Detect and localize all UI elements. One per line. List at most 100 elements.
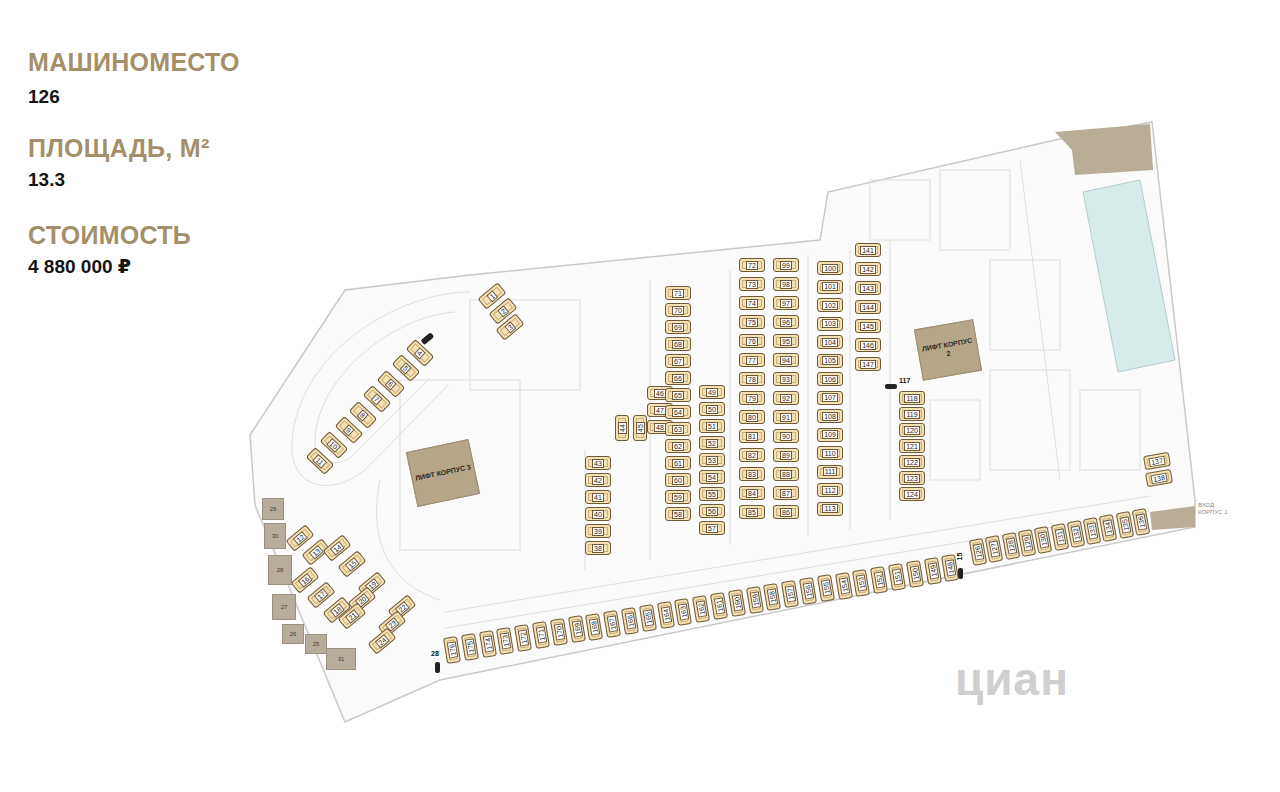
space-number: 138 (1150, 472, 1167, 484)
storage-unit: 27 (272, 594, 296, 620)
parking-space: 137 (1143, 452, 1171, 470)
parking-space: 53 (699, 453, 725, 467)
space-number: 160 (731, 595, 742, 612)
space-number: 127 (988, 540, 1000, 557)
parking-space: 38 (585, 541, 611, 555)
space-number: 123 (904, 474, 920, 483)
parking-space: 96 (773, 315, 799, 329)
space-number: 11 (313, 454, 327, 468)
parking-space: 89 (773, 448, 799, 462)
parking-space: 169 (568, 616, 586, 644)
parking-space: 57 (699, 521, 725, 535)
space-number: 156 (802, 583, 813, 600)
space-number: 101 (822, 282, 838, 291)
space-number: 144 (860, 303, 876, 312)
value: 4 880 000 ₽ (28, 255, 131, 278)
parking-space: 56 (699, 504, 725, 518)
space-number: 121 (904, 442, 920, 451)
parking-space: 58 (665, 507, 691, 521)
parking-space: 157 (781, 580, 799, 608)
space-number: 104 (822, 338, 838, 347)
space-number: 148 (945, 559, 956, 576)
parking-space: 88 (773, 467, 799, 481)
space-number: 167 (606, 615, 617, 632)
parking-space: 135 (1115, 511, 1133, 539)
lift-box: ЛИФТ КОРПУС 2 (914, 319, 982, 381)
space-number: 75 (746, 318, 758, 327)
parking-space: 120 (899, 423, 925, 437)
space-number: 52 (706, 439, 718, 448)
parking-space: 145 (855, 319, 881, 333)
space-number: 24 (375, 634, 390, 648)
space-number: 45 (636, 422, 645, 434)
space-number: 158 (767, 589, 778, 606)
parking-space: 175 (461, 633, 479, 661)
space-number: 164 (660, 606, 671, 623)
parking-space: 129 (1018, 529, 1036, 557)
space-number: 8 (357, 409, 369, 421)
box-label: 28 (277, 567, 284, 573)
space-number: 82 (746, 451, 758, 460)
space-number: 88 (780, 470, 792, 479)
space-number: 143 (860, 284, 876, 293)
space-number: 131 (1054, 528, 1066, 545)
space-number: 4 (414, 347, 426, 359)
value: 126 (28, 86, 60, 108)
parking-space: 162 (692, 595, 710, 623)
parking-space: 131 (1050, 523, 1068, 551)
parking-space: 51 (699, 419, 725, 433)
space-number: 94 (780, 356, 792, 365)
space-number: 99 (780, 261, 792, 270)
parking-space: 69 (665, 320, 691, 334)
parking-space: 108 (817, 409, 843, 423)
space-number: 54 (706, 473, 718, 482)
parking-space: 90 (773, 429, 799, 443)
parking-space: 136 (1132, 508, 1150, 536)
parking-space: 174 (479, 630, 497, 658)
space-number: 67 (672, 357, 684, 366)
space-number: 134 (1103, 519, 1115, 536)
box-label: 25 (313, 641, 320, 647)
heading: СТОИМОСТЬ (28, 221, 191, 250)
space-number: 145 (860, 322, 876, 331)
space-number: 5 (400, 362, 412, 374)
service-block (1055, 124, 1153, 175)
parking-space: 54 (699, 470, 725, 484)
space-number: 81 (746, 432, 758, 441)
parking-space: 74 (739, 296, 765, 310)
space-number: 73 (746, 280, 758, 289)
parking-space: 94 (773, 353, 799, 367)
parking-space: 39 (585, 524, 611, 538)
parking-space: 107 (817, 391, 843, 405)
space-number: 1 (486, 290, 498, 302)
parking-space: 153 (852, 569, 870, 597)
parking-space: 97 (773, 296, 799, 310)
parking-space: 92 (773, 391, 799, 405)
space-number: 92 (780, 394, 792, 403)
space-number: 98 (780, 280, 792, 289)
parking-space: 159 (746, 586, 764, 614)
space-number: 108 (822, 412, 838, 421)
parking-space: 143 (855, 281, 881, 295)
heading: ПЛОЩАДЬ, М² (28, 134, 210, 163)
space-number: 106 (822, 375, 838, 384)
space-number: 86 (780, 508, 792, 517)
parking-space: 158 (763, 583, 781, 611)
box-label: 30 (272, 533, 279, 539)
space-number: 136 (1135, 513, 1147, 530)
space-number: 51 (706, 422, 718, 431)
space-number: 77 (746, 356, 758, 365)
space-number: 60 (672, 476, 684, 485)
space-number: 63 (672, 425, 684, 434)
parking-space: 130 (1034, 526, 1052, 554)
space-number: 80 (746, 413, 758, 422)
space-number: 157 (784, 586, 795, 603)
space-number: 84 (746, 489, 758, 498)
space-number: 71 (672, 289, 684, 298)
space-number: 3 (504, 321, 516, 333)
space-number: 15 (345, 557, 360, 571)
parking-space: 101 (817, 280, 843, 294)
parking-space: 164 (657, 601, 675, 629)
parking-space: 76 (739, 334, 765, 348)
space-number: 43 (592, 459, 604, 468)
